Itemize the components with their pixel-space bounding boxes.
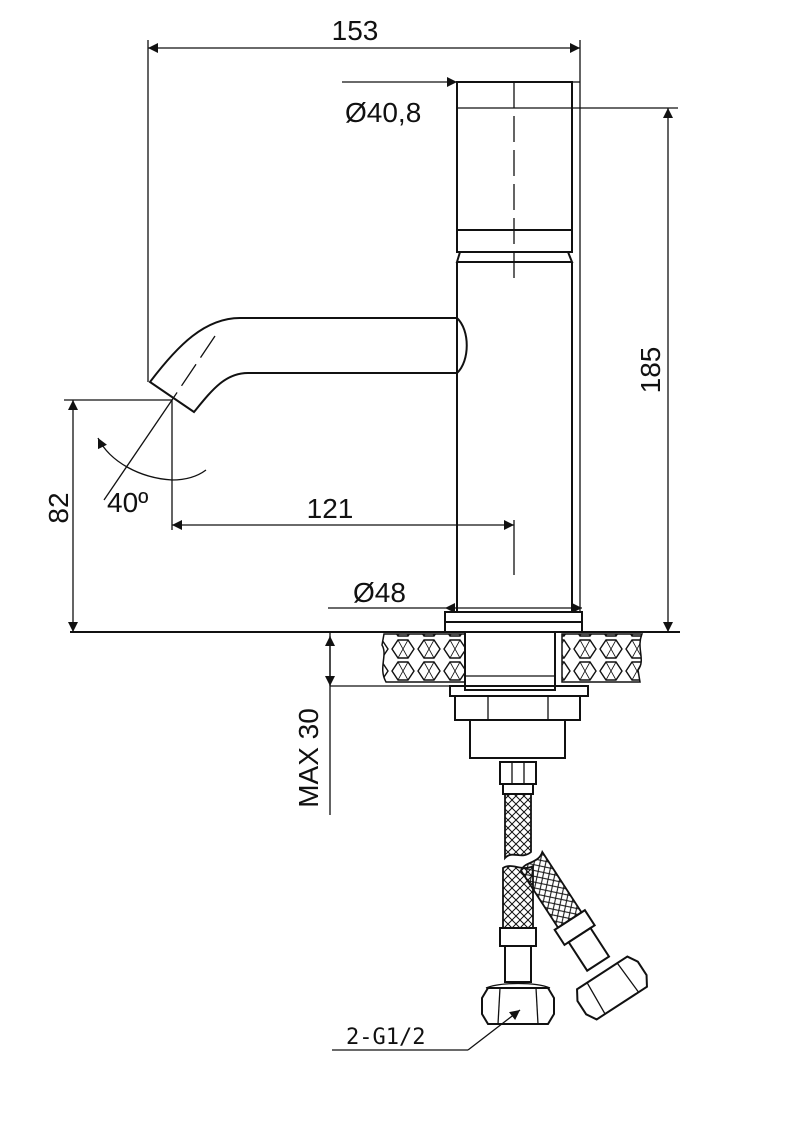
dim-aerator-diameter: Ø40,8 xyxy=(342,77,580,128)
dim-overall-width: 153 xyxy=(147,15,581,612)
dim-spout-angle: 40º xyxy=(97,399,207,530)
spout xyxy=(148,317,457,414)
connection-label: 2-G1/2 xyxy=(346,1025,425,1050)
hose-right xyxy=(519,849,611,973)
hose-fitting-top xyxy=(499,761,537,785)
dim-overall-width-label: 153 xyxy=(332,15,379,46)
mounting-shank xyxy=(449,631,589,759)
dim-max-thickness-label: MAX 30 xyxy=(293,708,324,808)
dim-spout-height: 82 xyxy=(43,399,172,632)
connection-callout: 2-G1/2 xyxy=(332,1009,521,1051)
countertop-section xyxy=(70,631,680,683)
dim-spout-angle-label: 40º xyxy=(107,487,148,518)
dim-overall-height: 185 xyxy=(458,107,678,632)
dim-base-diameter: Ø48 xyxy=(328,577,582,613)
spout-axis xyxy=(171,335,216,401)
dim-base-diameter-label: Ø48 xyxy=(353,577,406,608)
dim-spout-reach-label: 121 xyxy=(307,493,354,524)
supply-hoses xyxy=(481,761,648,1025)
dim-aerator-diameter-label: Ø40,8 xyxy=(345,97,421,128)
mounting-nut xyxy=(454,695,581,721)
dim-max-thickness: MAX 30 xyxy=(293,632,450,815)
dim-overall-height-label: 185 xyxy=(635,347,666,394)
base-ring xyxy=(444,611,583,623)
hex-nut-right xyxy=(576,955,648,1021)
faucet-body xyxy=(148,81,583,633)
hex-nut-left xyxy=(481,982,555,1025)
dim-spout-height-label: 82 xyxy=(43,492,74,523)
dim-spout-reach: 121 xyxy=(172,493,515,575)
